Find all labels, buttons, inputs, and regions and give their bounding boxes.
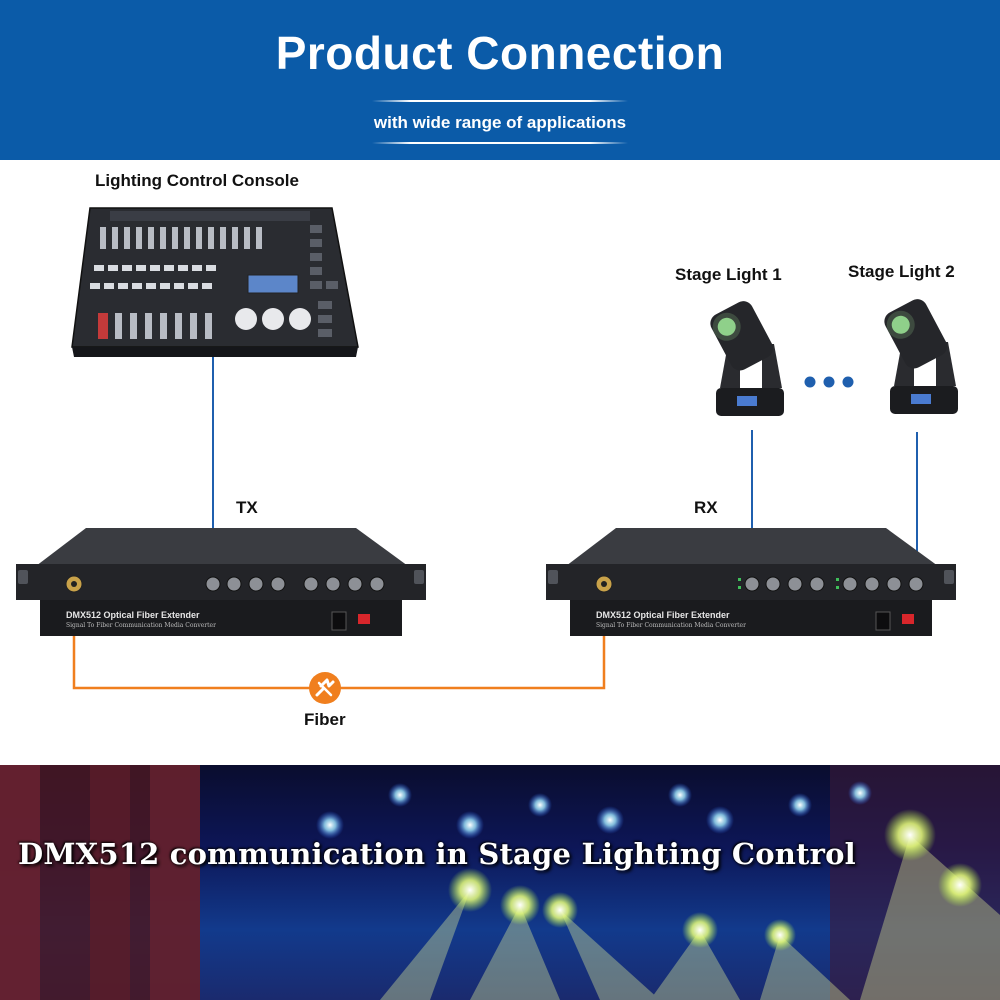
stage-photo-banner: DMX512 communication in Stage Lighting C… — [0, 765, 1000, 1000]
fiber-connection-icon — [308, 671, 342, 705]
lighting-console-image — [70, 205, 360, 360]
rx-fiber-extender: DMX512 Optical Fiber Extender Signal To … — [546, 526, 956, 638]
rx-device-name: DMX512 Optical Fiber Extender — [596, 610, 730, 620]
banner-caption: DMX512 communication in Stage Lighting C… — [18, 837, 856, 871]
more-lights-dots — [800, 372, 860, 392]
console-label: Lighting Control Console — [95, 171, 299, 191]
tx-fiber-extender: DMX512 Optical Fiber Extender Signal To … — [16, 526, 426, 638]
stage-light-2-label: Stage Light 2 — [848, 262, 955, 282]
stage-light-1-label: Stage Light 1 — [675, 265, 782, 285]
rx-label: RX — [694, 498, 718, 518]
tx-device-subtitle: Signal To Fiber Communication Media Conv… — [66, 622, 216, 629]
rx-device-subtitle: Signal To Fiber Communication Media Conv… — [596, 622, 746, 629]
stage-light-1-image — [700, 292, 790, 422]
stage-light-2-image — [874, 290, 964, 420]
tx-device-name: DMX512 Optical Fiber Extender — [66, 610, 200, 620]
fiber-label: Fiber — [304, 710, 346, 730]
stage-photo — [0, 765, 1000, 1000]
tx-label: TX — [236, 498, 258, 518]
